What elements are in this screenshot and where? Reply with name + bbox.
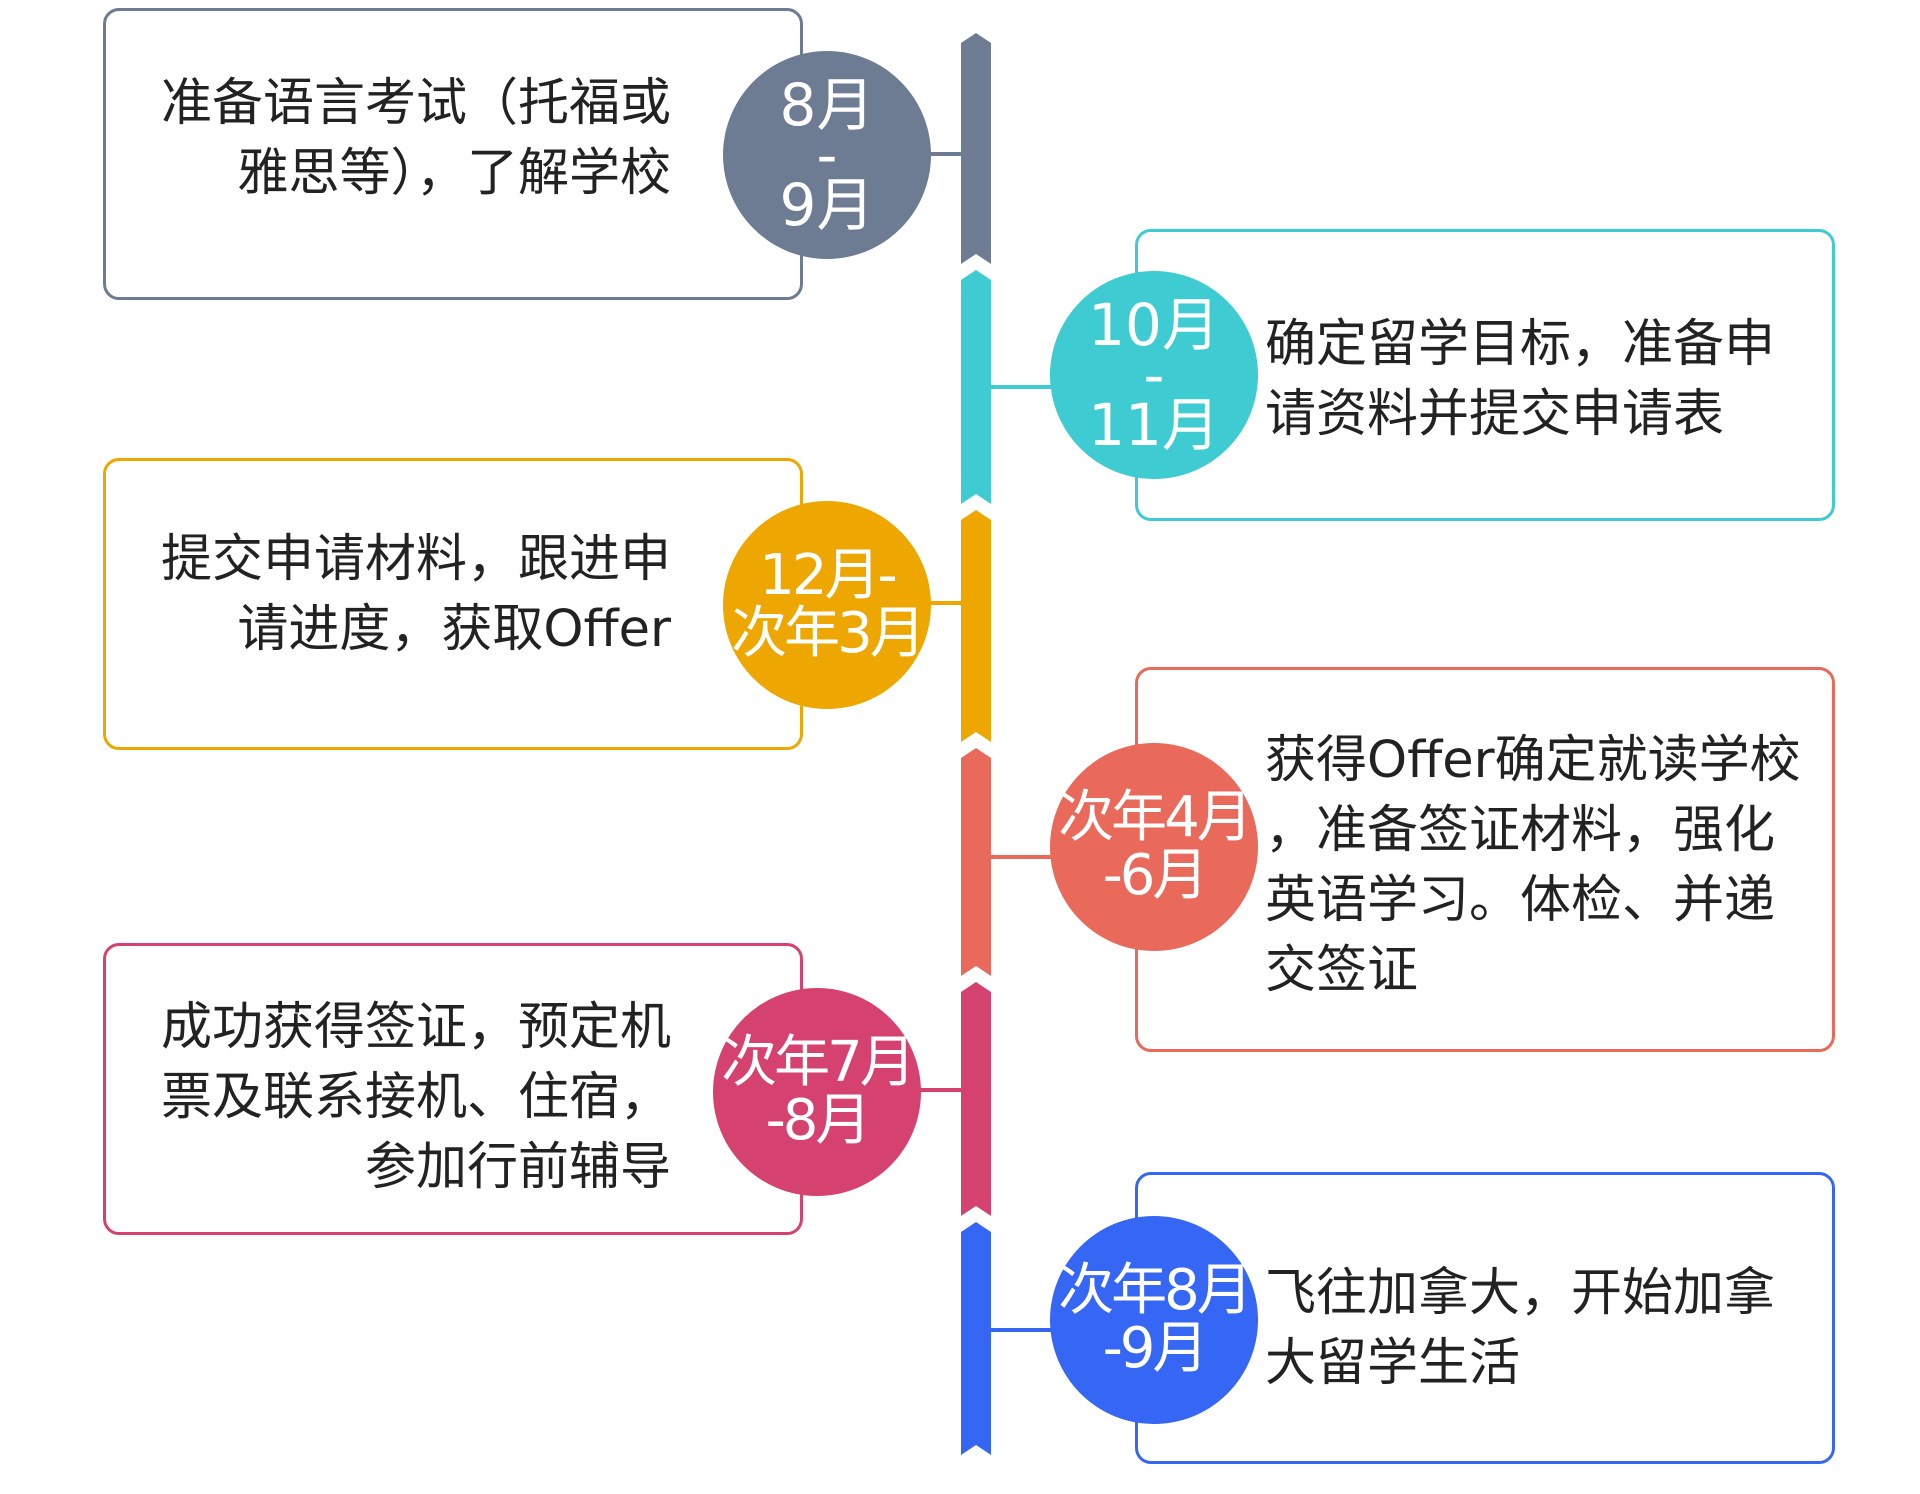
step-3-description: 提交申请材料，跟进申 请进度，获取Offer	[160, 530, 671, 659]
step-1-description: 准备语言考试（托福或 雅思等），了解学校	[160, 74, 671, 203]
step-card-1: 准备语言考试（托福或 雅思等），了解学校	[103, 8, 803, 300]
step-5-description: 成功获得签证，预定机 票及联系接机、住宿， 参加行前辅导	[160, 998, 671, 1197]
step-2-description: 确定留学目标，准备申 请资料并提交申请表	[1265, 315, 1776, 444]
step-6-period-badge: 次年8月 -9月	[1050, 1216, 1258, 1424]
step-4-period-badge: 次年4月 -6月	[1050, 743, 1258, 951]
timeline-segment-1	[961, 33, 991, 264]
step-card-3: 提交申请材料，跟进申 请进度，获取Offer	[103, 458, 803, 750]
step-6-description: 飞往加拿大，开始加拿 大留学生活	[1265, 1264, 1776, 1393]
step-2-period-badge: 10月 - 11月	[1050, 271, 1258, 479]
timeline-segment-3	[961, 510, 991, 742]
timeline-segment-6	[961, 1222, 991, 1455]
timeline-segment-5	[961, 982, 991, 1216]
step-1-period-badge: 8月 - 9月	[723, 51, 931, 259]
timeline-segment-4	[961, 748, 991, 976]
step-4-description: 获得Offer确定就读学校 ，准备签证材料，强化 英语学习。体检、并递 交签证	[1265, 731, 1801, 1000]
step-card-5: 成功获得签证，预定机 票及联系接机、住宿， 参加行前辅导	[103, 943, 803, 1235]
step-3-period-badge: 12月- 次年3月	[723, 501, 931, 709]
step-5-period-badge: 次年7月 -8月	[713, 988, 921, 1196]
